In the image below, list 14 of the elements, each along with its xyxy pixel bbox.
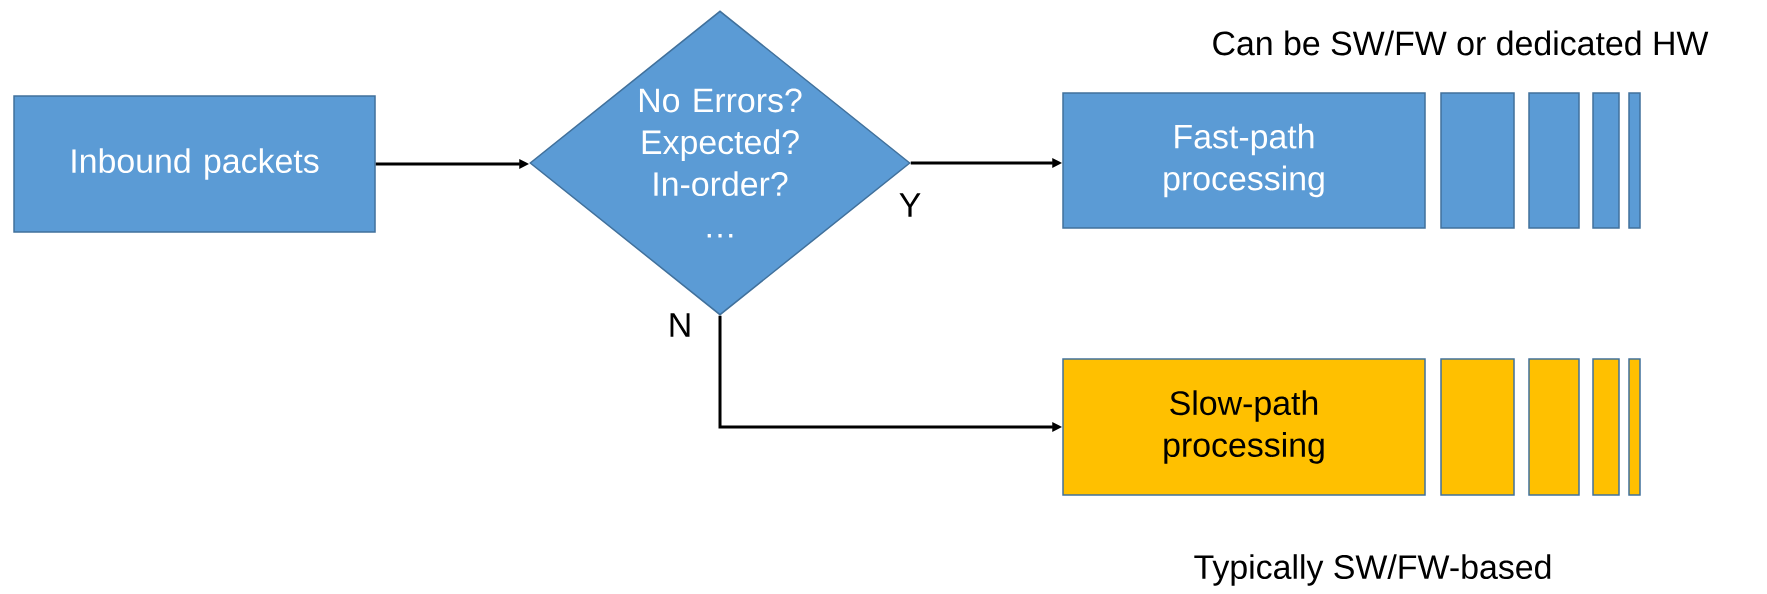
block (1628, 358, 1641, 496)
block (1592, 358, 1620, 496)
block (1528, 92, 1580, 229)
block (1592, 92, 1620, 229)
block (1528, 358, 1580, 496)
block (1440, 358, 1515, 496)
process-box: Fast-path processing (1062, 92, 1426, 229)
annotation: Typically SW/FW-based (1194, 554, 1551, 586)
edge-label: N (670, 313, 690, 337)
annotation: Can be SW/FW or dedicated HW (1213, 30, 1709, 56)
process-box: Slow-path processing (1062, 358, 1426, 496)
process-box: Inbound packets (13, 95, 376, 233)
block (1440, 92, 1515, 229)
block (1628, 92, 1641, 229)
